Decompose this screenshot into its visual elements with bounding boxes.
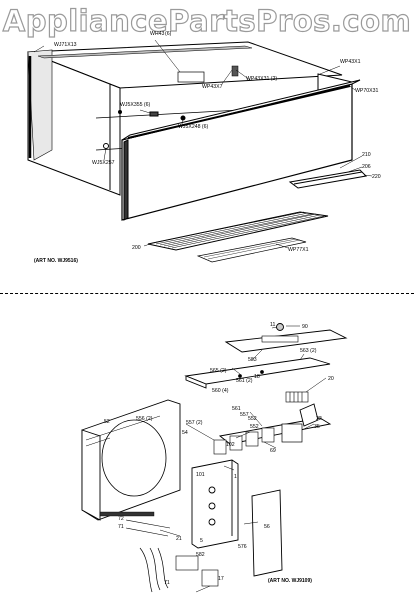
- label-21: 21: [176, 536, 182, 542]
- label-582: 582: [196, 552, 205, 558]
- label-552: 552: [250, 424, 259, 430]
- label-56: 56: [264, 524, 270, 530]
- label-35: 35: [314, 424, 320, 430]
- label-557-pair: 557 (2): [186, 420, 203, 426]
- label-22: 22: [316, 416, 322, 422]
- label-20: 20: [328, 376, 334, 382]
- label-wh43-qty: (6): [165, 31, 172, 37]
- label-71-left: 71: [118, 524, 124, 530]
- label-52: 52: [104, 419, 110, 425]
- label-69: 69: [270, 448, 276, 454]
- label-11: 11: [270, 322, 275, 328]
- label-206: 206: [362, 164, 371, 170]
- label-210: 210: [362, 152, 371, 158]
- cabinet-assembly: [27, 39, 373, 263]
- art-number-bottom: (ART NO. WJ9109): [268, 578, 312, 584]
- label-576: 576: [238, 544, 247, 550]
- control-assembly: [81, 323, 348, 593]
- label-72: 72: [118, 516, 124, 522]
- label-1: 1: [234, 474, 237, 480]
- label-565: 565 (2): [210, 368, 227, 374]
- label-wp43x1: WP43X1: [340, 59, 361, 65]
- label-54: 54: [182, 430, 188, 436]
- label-wp43x7: WP43X7: [202, 84, 223, 90]
- label-17: 17: [218, 576, 224, 582]
- label-557: 557: [240, 412, 249, 418]
- section-divider: [0, 293, 414, 294]
- bottom-diagram-labels: 11 90 583 563 (2) 565 (2) 561 (2) 560 (4…: [104, 322, 334, 586]
- label-wp77x1: WP77X1: [288, 247, 309, 253]
- art-number-top: (ART NO. WJ9516): [34, 258, 78, 264]
- label-18: 18: [254, 374, 260, 380]
- label-wh43: WH43: [150, 31, 165, 37]
- label-200: 200: [132, 245, 141, 251]
- label-561-pair: 561 (2): [236, 378, 253, 384]
- label-102: 102: [226, 442, 235, 448]
- label-wj71x13: WJ71X13: [54, 42, 77, 48]
- watermark-text: AppliancePartsPros.com: [2, 3, 412, 38]
- label-90: 90: [302, 324, 308, 330]
- label-563: 563 (2): [300, 348, 317, 354]
- label-583: 583: [248, 357, 257, 363]
- label-220: 220: [372, 174, 381, 180]
- label-5: 5: [200, 538, 203, 544]
- label-101: 101: [196, 472, 205, 478]
- label-561: 561: [232, 406, 241, 412]
- label-wj5x257: WJ5X257: [92, 160, 115, 166]
- label-wj5x355: WJ5X355 (6): [120, 102, 151, 108]
- label-556: 556 (2): [136, 416, 153, 422]
- label-wp43x31: WP43X31 (2): [246, 76, 277, 82]
- label-wp70x31: WP70X31: [355, 88, 378, 94]
- label-552-top: 552: [248, 416, 257, 422]
- label-560: 560 (4): [212, 388, 229, 394]
- label-71: 71: [164, 580, 170, 586]
- top-diagram-labels: WJ71X13 WH43 (6) WP43X1 WP70X31 WP43X7 W…: [34, 31, 381, 264]
- label-wj5x248: WJ5X248 (6): [178, 124, 209, 130]
